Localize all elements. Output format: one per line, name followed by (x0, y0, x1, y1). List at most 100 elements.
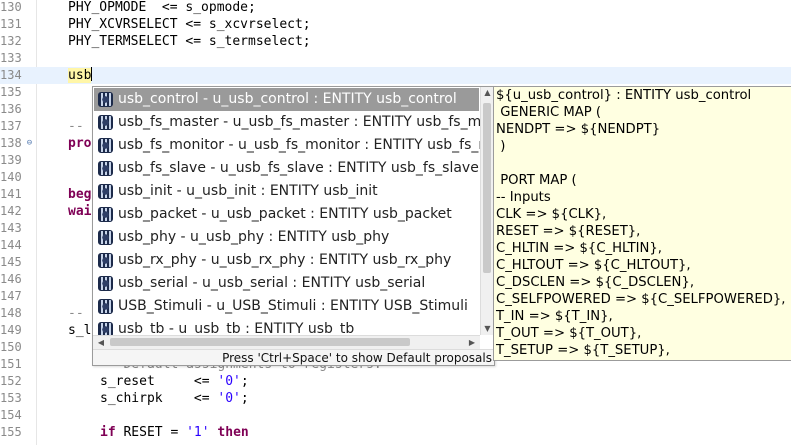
code-line[interactable]: 137 -- (0, 118, 791, 135)
code-text: s_chirpk <= '0'; (100, 391, 249, 406)
scrollbar-thumb[interactable] (483, 103, 491, 273)
line-number: 147 (0, 289, 22, 303)
code-line[interactable]: 148 -- (0, 305, 791, 322)
line-number: 140 (0, 170, 22, 184)
info-line: CLK => ${CLK}, (496, 207, 607, 222)
proposal-item[interactable]: usb_fs_monitor - u_usb_fs_monitor : ENTI… (94, 134, 480, 157)
entity-icon (98, 230, 113, 245)
line-number: 136 (0, 102, 22, 116)
proposal-vertical-scrollbar[interactable]: ▲ ▼ (480, 87, 494, 335)
code-line[interactable]: 141 beg (0, 186, 791, 203)
code-line[interactable]: 131 PHY_XCVRSELECT <= s_xcvrselect; (0, 16, 791, 33)
proposal-horizontal-scrollbar[interactable]: ◀ ▶ (93, 335, 480, 349)
line-number: 145 (0, 255, 22, 269)
info-line: NENDPT => ${NENDPT} (496, 122, 661, 137)
proposal-label: usb_packet - u_usb_packet : ENTITY usb_p… (118, 206, 452, 222)
code-line[interactable]: 150 (0, 339, 791, 356)
code-text: s_reset <= '0'; (100, 374, 249, 389)
line-number: 150 (0, 340, 22, 354)
code-line[interactable]: 154 (0, 407, 791, 424)
proposal-list[interactable]: usb_control - u_usb_control : ENTITY usb… (93, 87, 480, 335)
entity-icon (98, 322, 113, 335)
code-line[interactable]: 147 (0, 288, 791, 305)
proposal-label: usb_phy - u_usb_phy : ENTITY usb_phy (118, 229, 390, 245)
line-number: 135 (0, 85, 22, 99)
line-number: 154 (0, 408, 22, 422)
proposal-item[interactable]: USB_Stimuli - u_USB_Stimuli : ENTITY USB… (94, 295, 479, 318)
proposal-item[interactable]: usb_fs_master - u_usb_fs_master : ENTITY… (94, 111, 480, 134)
proposal-label: usb_fs_master - u_usb_fs_master : ENTITY… (118, 114, 480, 130)
code-line[interactable]: 144 (0, 237, 791, 254)
info-line: C_HLTOUT => ${C_HLTOUT}, (496, 258, 691, 273)
entity-icon (98, 207, 113, 222)
popup-status-hint: Press 'Ctrl+Space' to show Default propo… (93, 349, 494, 365)
line-number: 138 (0, 136, 22, 150)
code-line[interactable]: 138 ⊖ pro (0, 135, 791, 152)
code-text: PHY_OPMODE <= s_opmode; (68, 0, 256, 15)
code-line[interactable]: 130 PHY_OPMODE <= s_opmode; (0, 0, 791, 16)
proposal-label: usb_control - u_usb_control : ENTITY usb… (118, 91, 457, 107)
proposal-label: USB_Stimuli - u_USB_Stimuli : ENTITY USB… (118, 298, 468, 314)
info-line: T_OUT => ${T_OUT}, (496, 326, 642, 341)
code-line[interactable]: 155 if RESET = '1' then (0, 424, 791, 441)
content-assist-popup[interactable]: usb_control - u_usb_control : ENTITY usb… (92, 86, 495, 366)
info-line: RESET => ${RESET}, (496, 224, 641, 239)
info-line: PORT MAP ( (496, 173, 577, 188)
entity-icon (98, 138, 113, 153)
scroll-right-icon[interactable]: ▶ (468, 338, 476, 347)
info-line: -- Inputs (496, 190, 551, 205)
code-text: PHY_XCVRSELECT <= s_xcvrselect; (68, 17, 311, 32)
code-line[interactable]: 132 PHY_TERMSELECT <= s_termselect; (0, 33, 791, 50)
code-line[interactable]: 133 (0, 50, 791, 67)
line-number: 148 (0, 306, 22, 320)
proposal-item[interactable]: usb_packet - u_usb_packet : ENTITY usb_p… (94, 203, 479, 226)
proposal-item[interactable]: usb_control - u_usb_control : ENTITY usb… (94, 88, 479, 111)
proposal-label: usb_rx_phy - u_usb_rx_phy : ENTITY usb_r… (118, 252, 452, 268)
code-line[interactable]: 153 s_chirpk <= '0'; (0, 390, 791, 407)
code-keyword: pro (68, 136, 92, 151)
current-code-line[interactable]: 134 usb (0, 67, 791, 84)
code-line[interactable]: 139 (0, 152, 791, 169)
line-number: 130 (0, 0, 22, 14)
proposal-item[interactable]: usb_fs_slave - u_usb_fs_slave : ENTITY u… (94, 157, 479, 180)
line-number: 144 (0, 238, 22, 252)
proposal-info-panel: ${u_usb_control} : ENTITY usb_control GE… (493, 86, 791, 361)
entity-icon (98, 299, 113, 314)
code-line[interactable]: 135 (0, 84, 791, 101)
code-line[interactable]: 136 (0, 101, 791, 118)
proposal-item[interactable]: usb_serial - u_usb_serial : ENTITY usb_s… (94, 272, 479, 295)
proposal-label: usb_fs_slave - u_usb_fs_slave : ENTITY u… (118, 160, 479, 176)
fold-collapse-icon[interactable]: ⊖ (26, 138, 33, 148)
scroll-left-icon[interactable]: ◀ (97, 338, 105, 347)
proposal-item[interactable]: usb_init - u_usb_init : ENTITY usb_init (94, 180, 479, 203)
proposal-item[interactable]: usb_phy - u_usb_phy : ENTITY usb_phy (94, 226, 479, 249)
info-line: T_SETUP => ${T_SETUP}, (496, 343, 670, 358)
line-number: 152 (0, 374, 22, 388)
proposal-item[interactable]: usb_rx_phy - u_usb_rx_phy : ENTITY usb_r… (94, 249, 479, 272)
code-line[interactable]: 149 s_l (0, 322, 791, 339)
code-line[interactable]: 146 (0, 271, 791, 288)
line-number: 139 (0, 153, 22, 167)
code-line[interactable]: 145 (0, 254, 791, 271)
code-text: PHY_TERMSELECT <= s_termselect; (68, 34, 311, 49)
scroll-down-icon[interactable]: ▼ (484, 324, 491, 333)
proposal-label: usb_fs_monitor - u_usb_fs_monitor : ENTI… (118, 137, 480, 153)
code-line[interactable]: 152 s_reset <= '0'; (0, 373, 791, 390)
code-line[interactable]: 143 (0, 220, 791, 237)
entity-icon (98, 115, 113, 130)
scrollbar-thumb[interactable] (110, 338, 410, 346)
code-line[interactable]: 142 wai (0, 203, 791, 220)
scroll-up-icon[interactable]: ▲ (484, 88, 491, 97)
text-caret (91, 67, 93, 81)
line-number: 151 (0, 357, 22, 371)
entity-icon (98, 161, 113, 176)
typed-prefix: usb (68, 68, 92, 83)
code-keyword: beg (68, 187, 92, 202)
line-number: 142 (0, 204, 22, 218)
code-line[interactable]: 140 (0, 169, 791, 186)
line-number: 141 (0, 187, 22, 201)
proposal-item[interactable]: usb_tb - u_usb_tb : ENTITY usb_tb (94, 318, 479, 335)
code-text: usb (68, 67, 93, 84)
entity-icon (98, 184, 113, 199)
line-number: 133 (0, 51, 22, 65)
